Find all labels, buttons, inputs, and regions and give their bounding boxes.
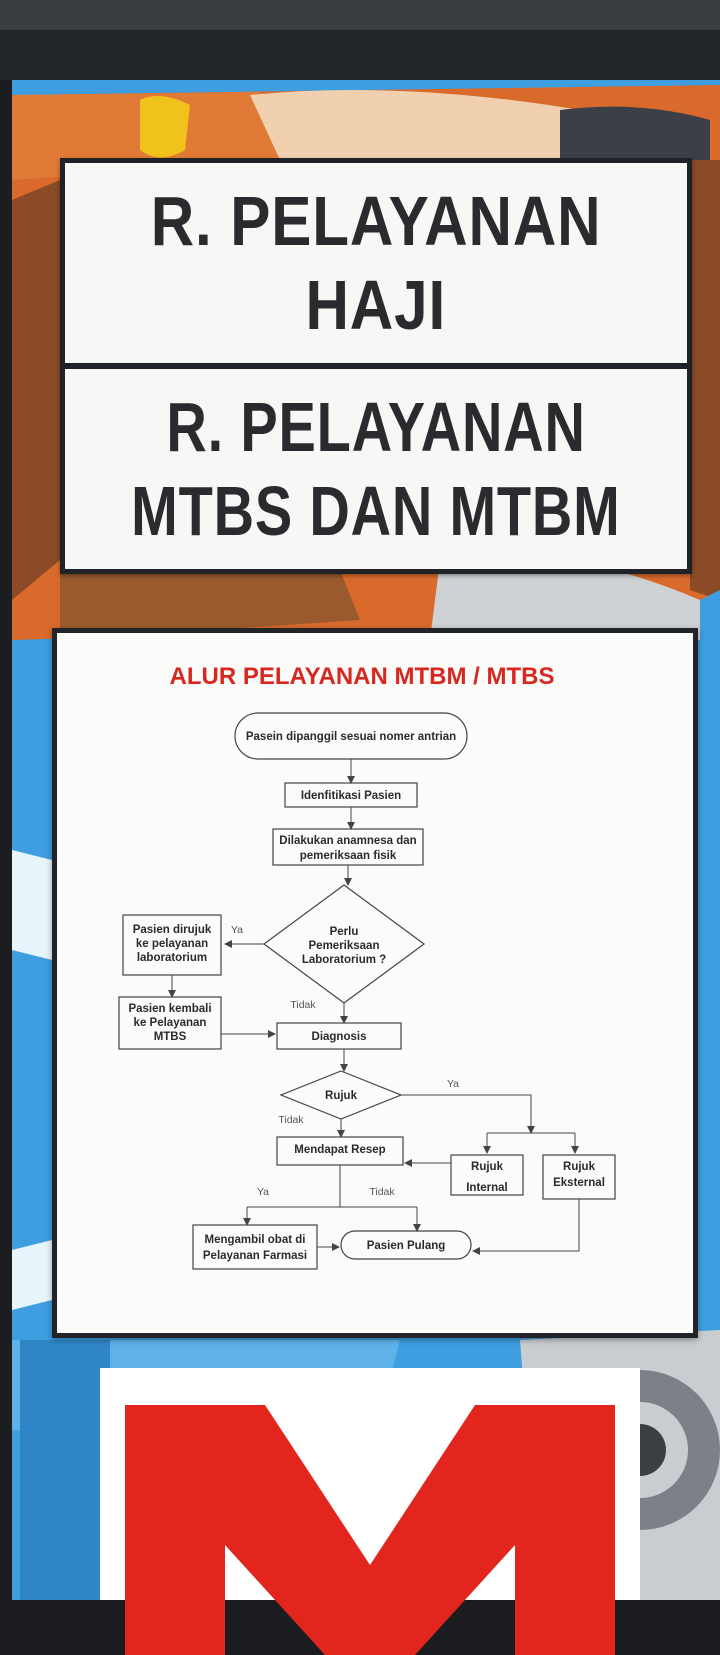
node-anamnesa-line-2: pemeriksaan fisik [300, 850, 397, 862]
node-diagnosis-shape [276, 1022, 402, 1050]
sign-haji-line-1: R. PELAYANAN [150, 182, 602, 260]
node-start: Pasein dipanggil sesuai nomer antrian [246, 731, 456, 743]
node-ambil-obat-line-2: Pelayanan Farmasi [203, 1250, 307, 1262]
node-kembali-line-2: ke Pelayanan [134, 1017, 207, 1029]
node-perlu-lab-line-3: Laboratorium ? [302, 954, 386, 966]
node-ambil-obat-line-1: Mengambil obat di [205, 1234, 306, 1246]
node-resep: Mendapat Resep [294, 1144, 385, 1156]
banner-letter-m-shape [125, 1405, 615, 1655]
node-kembali-line-1: Pasien kembali [128, 1003, 211, 1015]
node-rujuk-internal-line-2: Internal [466, 1182, 508, 1194]
node-anamnesa-line-1: Dilakukan anamnesa dan [279, 835, 416, 847]
node-dirujuk-lab-line-3: laboratorium [137, 952, 207, 964]
node-identifikasi: Idenfitikasi Pasien [301, 790, 401, 802]
edge-label-lab-ya: Ya [231, 924, 243, 936]
edge-label-rujuk-ya: Ya [447, 1078, 459, 1090]
node-ambil-obat-shape [192, 1224, 318, 1270]
node-pulang-shape [340, 1230, 472, 1260]
node-rujuk-eksternal-line-2: Eksternal [553, 1177, 605, 1189]
node-dirujuk-lab-line-1: Pasien dirujuk [133, 924, 212, 936]
edge-label-resep-tidak: Tidak [369, 1186, 395, 1198]
flowchart: ALUR PELAYANAN MTBM / MTBS Pasein dipang… [118, 663, 616, 1270]
node-rujuk-internal-shape [450, 1154, 524, 1196]
sign-mtbs-line-1: R. PELAYANAN [166, 388, 586, 466]
edge-label-rujuk-tidak: Tidak [278, 1114, 304, 1126]
node-kembali-line-3: MTBS [154, 1031, 187, 1043]
edge-label-lab-tidak: Tidak [290, 999, 316, 1011]
node-perlu-lab-line-2: Pemeriksaan [309, 940, 380, 952]
sign-ruang-pelayanan-mtbs: R. PELAYANAN MTBS DAN MTBM [60, 364, 692, 574]
node-kembali-shape [118, 996, 222, 1050]
flowchart-poster: ALUR PELAYANAN MTBM / MTBS Pasein dipang… [52, 628, 698, 1338]
poster-title: ALUR PELAYANAN MTBM / MTBS [170, 663, 555, 690]
edge-label-resep-ya: Ya [257, 1186, 269, 1198]
node-rujuk-internal-line-1: Rujuk [471, 1161, 504, 1173]
node-rujuk-eksternal-line-1: Rujuk [563, 1161, 596, 1173]
node-pulang: Pasien Pulang [367, 1240, 446, 1252]
sign-haji-line-2: HAJI [305, 266, 447, 344]
sign-ruang-pelayanan-haji: R. PELAYANAN HAJI [60, 158, 692, 368]
node-rujuk: Rujuk [325, 1090, 358, 1102]
node-diagnosis: Diagnosis [312, 1031, 367, 1043]
banner-letter-m: M [125, 1405, 615, 1655]
sign-mtbs-line-2: MTBS DAN MTBM [131, 472, 621, 550]
node-perlu-lab-line-1: Perlu [330, 926, 359, 938]
node-dirujuk-lab-line-2: ke pelayanan [136, 938, 208, 950]
